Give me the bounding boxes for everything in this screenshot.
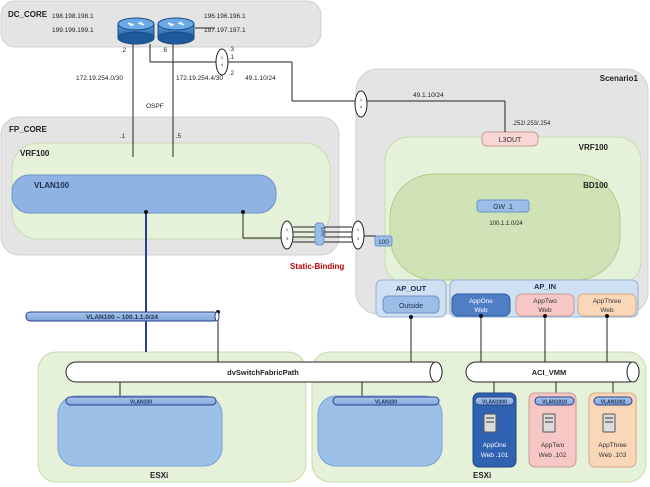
vm1-line1: AppOne [483, 442, 507, 449]
svg-text:3: 3 [286, 236, 289, 241]
ospf-label: OSPF [146, 103, 164, 110]
trunk-link-label: 10G [314, 222, 326, 246]
port-group-mid: VLAN100 [317, 395, 443, 467]
dvswitch-pipe: dvSwitchFabricPath [65, 361, 443, 383]
outside-epg-label: Outside [399, 303, 423, 310]
svg-text:1: 1 [286, 227, 289, 232]
gateway-box: GW .1 100.1.1.0/24 [476, 199, 530, 227]
ap-out-box: AP_OUT Outside [375, 279, 447, 318]
svg-text:4: 4 [221, 62, 224, 67]
vm3-line2: Web .103 [599, 452, 627, 459]
sw-port-3: .3 [229, 47, 235, 53]
ip-198: 198.198.198.1 [52, 13, 94, 20]
router2-port: .6 [162, 48, 168, 54]
vlan-tag-text: 100 [378, 239, 389, 246]
gateway-label: GW .1 [493, 204, 513, 211]
subnet-172-4: 172.19.254.4/30 [176, 75, 223, 82]
ip-199: 199.199.199.1 [52, 27, 94, 34]
svg-text:4: 4 [360, 104, 363, 109]
static-binding-port-left: 1 3 [280, 220, 294, 250]
subnet-172-0: 172.19.254.0/30 [76, 75, 123, 82]
vm1-line2: Web .101 [481, 452, 509, 459]
scenario-uplink-port: 1 4 [354, 90, 368, 118]
svg-text:3: 3 [357, 236, 360, 241]
router1-port: .2 [121, 48, 127, 54]
vrf-right-label: VRF100 [579, 143, 609, 152]
port-group-mid-label: VLAN100 [375, 400, 397, 406]
epg3-line2: Web [600, 307, 614, 314]
vm-apptwo: VLAN1010 AppTwo Web .102 [528, 392, 577, 468]
l3out-box: L3OUT .252/.253/.254 [481, 121, 551, 147]
vlan-bar: VLAN100 – 100.1.1.0/24 [25, 311, 220, 322]
static-binding-port-right: 1 3 [351, 220, 365, 250]
vm-appthree: VLAN1002 AppThree Web .103 [588, 392, 637, 468]
vm2-vlan-label: VLAN1010 [542, 400, 567, 406]
fp-core-label: FP_CORE [9, 125, 47, 134]
trunk-label-text: 10G [320, 227, 326, 237]
ip-197: 197.197.197.1 [204, 27, 246, 34]
sw-port-1: .1 [229, 55, 235, 61]
bd100-label: BD100 [583, 181, 608, 190]
ip-196: 196.196.196.1 [204, 13, 246, 20]
subnet-49-a: 49.1.10/24 [245, 75, 276, 82]
dvswitch-label: dvSwitchFabricPath [227, 368, 299, 377]
epg3-line1: AppThree [593, 298, 622, 305]
vlan-bar-label: VLAN100 – 100.1.1.0/24 [86, 314, 158, 321]
vm-appone: VLAN1000 AppOne Web .101 [472, 392, 517, 468]
l3out-ips: .252/.253/.254 [512, 121, 551, 127]
fp-port-1: .1 [120, 134, 126, 140]
esxi-left-label: ESXi [150, 471, 168, 480]
vm3-vlan-label: VLAN1002 [601, 400, 626, 406]
vlan100-label: VLAN100 [34, 181, 70, 190]
connection-dots [144, 210, 609, 319]
aci-vmm-pipe: ACI_VMM [465, 361, 640, 383]
fp-port-5: .5 [176, 134, 182, 140]
vm2-line2: Web .102 [539, 452, 567, 459]
static-binding-label: Static-Binding [290, 262, 344, 271]
epg1-line1: AppOne [469, 298, 493, 305]
port-group-left-label: VLAN100 [130, 400, 152, 406]
vm1-vlan-label: VLAN1000 [482, 400, 507, 406]
vm2-line1: AppTwo [541, 442, 565, 449]
vlan-tag-100: 100 [374, 235, 393, 247]
bd100-area: BD100 [389, 173, 621, 281]
gateway-subnet: 100.1.1.0/24 [489, 221, 523, 227]
svg-text:1: 1 [357, 227, 360, 232]
esxi-right-label: ESXi [473, 471, 491, 480]
port-group-left: VLAN100 [57, 395, 223, 467]
dc-core-label: DC_CORE [8, 10, 48, 19]
subnet-49-b: 49.1.10/24 [413, 92, 444, 99]
router-2-icon [157, 17, 195, 45]
epg2-line2: Web [538, 307, 552, 314]
scenario-label: Scenario1 [600, 74, 639, 83]
ap-out-label: AP_OUT [396, 284, 427, 293]
vm3-line1: AppThree [598, 442, 627, 449]
vrf-left-label: VRF100 [20, 149, 50, 158]
svg-text:1: 1 [360, 97, 363, 102]
ap-in-label: AP_IN [534, 282, 556, 291]
dc-switch-port-channel: 1 4 [215, 48, 229, 76]
router-1-icon [117, 17, 155, 45]
svg-text:1: 1 [221, 55, 224, 60]
l3out-label: L3OUT [499, 137, 522, 144]
epg1-line2: Web [474, 307, 488, 314]
sw-port-2: .2 [229, 71, 235, 77]
aci-vmm-label: ACI_VMM [532, 368, 567, 377]
ap-in-box: AP_IN AppOne Web AppTwo Web AppThree Web [449, 279, 639, 318]
vlan100-bd-left: VLAN100 [11, 174, 277, 214]
epg2-line1: AppTwo [533, 298, 557, 305]
